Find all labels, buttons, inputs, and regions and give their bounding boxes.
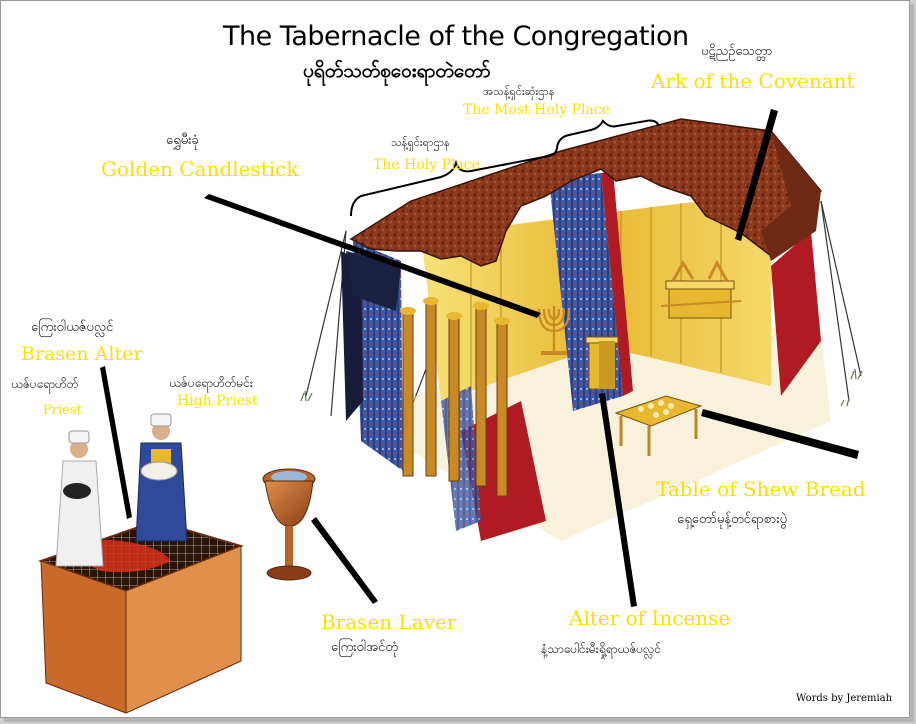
right-red-curtain: [771, 231, 821, 396]
golden-candlestick: [537, 306, 571, 355]
pointer-shew-bread: [701, 409, 859, 459]
priest-label: Priest: [43, 403, 82, 418]
diagram-title-burmese: ပုရိတ်သတ်စုဝေးရာတဲတော်: [303, 60, 491, 82]
brasen-altar-label: Brasen Alter: [21, 343, 143, 365]
ark-label-burmese: ပဋိညဉ်သေတ္တာ: [701, 44, 773, 59]
pointer-incense: [599, 393, 637, 607]
diagram-title: The Tabernacle of the Congregation: [223, 21, 689, 52]
ark-label: Ark of the Covenant: [651, 69, 855, 93]
candlestick-label: Golden Candlestick: [101, 157, 299, 181]
pointer-brasen-altar: [100, 366, 132, 519]
ark-of-the-covenant: [660, 259, 742, 319]
pointer-ark: [735, 109, 778, 241]
priest-label-burmese: ယဇ်ပရောဟိတ်: [11, 377, 79, 391]
brasen-laver-label-burmese: ကြေးဝါအင်တုံ: [331, 640, 398, 655]
table-of-shew-bread: [614, 395, 703, 456]
incense-altar-label-burmese: နံ့သာပေါင်းမီးရှို့ရာယဇ်ပလ္လင်: [541, 642, 662, 656]
shew-bread-label: Table of Shew Bread: [656, 477, 866, 501]
incense-altar-label: Alter of Incense: [569, 606, 731, 630]
brasen-altar-label-burmese: ကြေးဝါယဇ်ပလ္လင်: [31, 320, 114, 335]
most-holy-place-label-burmese: အသန့်ရှင်းဆုံးဌာန: [483, 85, 555, 98]
brasen-laver: [262, 468, 316, 581]
pillar-capitals: [400, 297, 510, 325]
pointer-laver: [311, 517, 378, 604]
holy-place-bracket: [350, 146, 558, 217]
brasen-altar: [37, 468, 245, 714]
most-holy-place-bracket: [556, 119, 660, 148]
tent-covering-edge: [761, 131, 821, 261]
high-priest-figure: [135, 413, 188, 542]
credit-text: Words by Jeremiah: [796, 693, 893, 704]
door-curtain-top: [346, 251, 401, 311]
shew-bread-label-burmese: ရှေ့တော်မုန့်တင်ရာစားပွဲ: [677, 512, 788, 527]
holy-place-label: The Holy Place: [373, 157, 480, 173]
priest-figure: [55, 430, 104, 567]
altar-of-incense: [585, 336, 619, 390]
most-holy-place-label: The Most Holy Place: [463, 102, 610, 118]
grass-tufts: [300, 368, 863, 407]
candlestick-label-burmese: ရွှေမီးခုံ: [166, 133, 199, 148]
high-priest-label-burmese: ယဇ်ပရောဟိတ်မင်း: [169, 376, 253, 390]
tent-covering: [349, 118, 822, 267]
holy-place-label-burmese: သန့်ရှင်းရာဌာန: [391, 136, 450, 149]
pointer-candlestick: [204, 194, 541, 318]
brasen-laver-label: Brasen Laver: [321, 610, 457, 634]
veil-curtain-red-edge: [601, 171, 633, 396]
high-priest-label: High Priest: [177, 393, 258, 409]
